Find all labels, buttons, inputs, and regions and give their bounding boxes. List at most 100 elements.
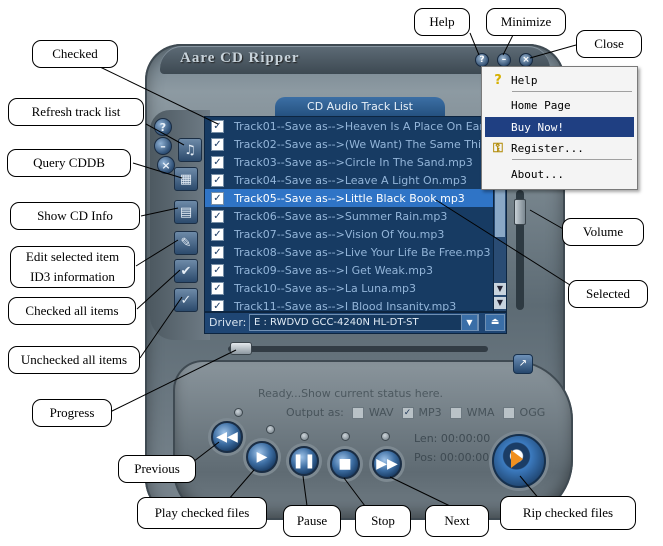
- status-text: Ready...Show current status here.: [258, 387, 444, 400]
- minimize-icon: –: [501, 55, 507, 65]
- callout-progress: Progress: [32, 399, 112, 427]
- pause-led: [300, 432, 309, 441]
- query-cddb-button[interactable]: ▦: [174, 167, 198, 191]
- eject-button[interactable]: ⏏: [485, 314, 505, 331]
- menu-item-label: Help: [511, 73, 538, 87]
- menu-item-about[interactable]: About...: [485, 164, 634, 184]
- callout-play: Play checked files: [137, 497, 267, 529]
- show-cd-info-button[interactable]: ▤: [174, 200, 198, 224]
- format-label: WMA: [466, 406, 495, 419]
- menu-item-label: Home Page: [511, 98, 571, 112]
- format-checkbox-wma[interactable]: [449, 406, 462, 419]
- track-row[interactable]: ✓ Track08--Save as-->Live Your Life Be Fr…: [205, 243, 493, 261]
- callout-minimize: Minimize: [486, 8, 566, 36]
- scroll-down-arrow[interactable]: ▼: [494, 283, 506, 295]
- track-label: Track04--Save as-->Leave A Light On.mp3: [234, 173, 467, 187]
- format-checkbox-mp3[interactable]: ✓: [401, 406, 414, 419]
- menu-item-home-page[interactable]: Home Page: [485, 95, 634, 115]
- track-checkbox[interactable]: ✓: [211, 227, 224, 241]
- length-readout: Len: 00:00:00: [414, 432, 491, 445]
- track-row[interactable]: ✓Track07--Save as-->Vision Of You.mp3: [205, 225, 493, 243]
- callout-query-cddb: Query CDDB: [7, 149, 131, 177]
- pause-button[interactable]: ❚❚: [289, 446, 319, 476]
- menu-item-buy-now[interactable]: Buy Now!: [485, 117, 634, 137]
- mini-mode-button[interactable]: ↗: [513, 354, 533, 374]
- play-button[interactable]: ▶: [246, 441, 278, 473]
- menu-item-label: Register...: [511, 141, 584, 155]
- callout-stop: Stop: [355, 505, 411, 537]
- volume-knob[interactable]: [514, 199, 526, 226]
- track-checkbox[interactable]: ✓: [211, 119, 224, 133]
- track-label: Track06--Save as-->Summer Rain.mp3: [234, 209, 448, 223]
- track-row[interactable]: ✓ Track04--Save as-->Leave A Light On.mp3: [205, 171, 493, 189]
- stop-button[interactable]: ■: [330, 449, 360, 479]
- sidebar-help-button[interactable]: ?: [154, 118, 172, 136]
- track-list-header: CD Audio Track List: [275, 97, 445, 117]
- menu-separator: [512, 91, 632, 92]
- previous-button[interactable]: ◀◀: [211, 421, 243, 453]
- app-title: Aare CD Ripper: [180, 50, 300, 66]
- driver-select[interactable]: E : RWDVD GCC-4240N HL-DT-ST: [249, 314, 479, 331]
- stop-icon: ■: [338, 456, 352, 472]
- eject-icon: ⏏: [490, 317, 500, 327]
- callout-rip: Rip checked files: [500, 496, 636, 530]
- track-row[interactable]: ✓ Track03--Save as-->Circle In The Sand.m…: [205, 153, 493, 171]
- uncheck-all-button[interactable]: ✓: [174, 288, 198, 312]
- track-label: Track03--Save as-->Circle In The Sand.mp…: [234, 155, 473, 169]
- track-checkbox[interactable]: ✓: [211, 209, 224, 223]
- track-row[interactable]: ✓Track09--Save as-->I Get Weak.mp3: [205, 261, 493, 279]
- track-checkbox[interactable]: ✓: [211, 173, 224, 187]
- callout-checked: Checked: [32, 40, 118, 68]
- edit-id3-button[interactable]: ✎: [174, 231, 198, 255]
- progress-knob[interactable]: [230, 342, 252, 355]
- track-row[interactable]: ✓Track02--Save as-->(We Want) The Same T…: [205, 135, 493, 153]
- track-label: Track10--Save as-->La Luna.mp3: [234, 281, 417, 295]
- chevron-down-icon[interactable]: ▼: [461, 314, 478, 331]
- sidebar-minimize-button[interactable]: –: [154, 137, 172, 155]
- track-row[interactable]: ✓ Track01--Save as-->Heaven Is A Place On…: [205, 117, 493, 135]
- menu-item-register[interactable]: ⚿Register...: [485, 138, 634, 158]
- scroll-end-arrow[interactable]: ▼: [494, 297, 506, 309]
- pause-icon: ❚❚: [292, 453, 316, 469]
- scrollbar-thumb[interactable]: [495, 177, 505, 237]
- track-label: Track01--Save as-->Heaven Is A Place On …: [234, 119, 493, 133]
- volume-slider[interactable]: [516, 190, 524, 310]
- check-all-button[interactable]: ✔: [174, 259, 198, 283]
- callout-show-cd-info: Show CD Info: [10, 202, 140, 230]
- rip-icon: [511, 450, 523, 468]
- callout-unchecked-all: Unchecked all items: [8, 346, 140, 374]
- track-checkbox[interactable]: ✓: [211, 245, 224, 259]
- callout-previous: Previous: [118, 455, 196, 483]
- track-checkbox[interactable]: ✓: [211, 191, 224, 205]
- track-checkbox[interactable]: ✓: [211, 281, 224, 295]
- format-checkbox-wav[interactable]: [351, 406, 364, 419]
- track-row[interactable]: ✓ Track06--Save as-->Summer Rain.mp3: [205, 207, 493, 225]
- callout-checked-all: Checked all items: [8, 297, 136, 325]
- info-icon: ▤: [179, 204, 193, 220]
- callout-selected: Selected: [568, 280, 648, 308]
- track-checkbox[interactable]: ✓: [211, 155, 224, 169]
- track-list[interactable]: ✓ Track01--Save as-->Heaven Is A Place On…: [204, 116, 494, 312]
- question-icon: ?: [159, 120, 167, 134]
- menu-item-label: Buy Now!: [511, 120, 564, 134]
- progress-slider[interactable]: [228, 346, 488, 352]
- callout-close: Close: [576, 30, 642, 58]
- next-button[interactable]: ▶▶: [372, 449, 402, 479]
- track-checkbox[interactable]: ✓: [211, 137, 224, 151]
- track-checkbox[interactable]: ✓: [211, 263, 224, 277]
- minimize-icon: –: [160, 139, 166, 153]
- callout-pause: Pause: [283, 505, 341, 537]
- format-checkbox-ogg[interactable]: [502, 406, 515, 419]
- menu-item-help[interactable]: ?Help: [485, 70, 634, 90]
- refresh-track-list-button[interactable]: ♫: [178, 138, 202, 162]
- next-led: [381, 432, 390, 441]
- track-row[interactable]: ✓ Track10--Save as-->La Luna.mp3: [205, 279, 493, 297]
- track-row-selected[interactable]: ✓Track05--Save as-->Little Black Book.mp…: [205, 189, 493, 207]
- track-label: Track08--Save as-->Live Your Life Be Fre…: [234, 245, 491, 259]
- play-led: [266, 425, 275, 434]
- track-checkbox[interactable]: ✓: [211, 299, 224, 311]
- callout-edit-id3: Edit selected item ID3 information: [10, 246, 135, 288]
- track-row[interactable]: ✓Track11--Save as-->I Blood Insanity.mp3: [205, 297, 493, 311]
